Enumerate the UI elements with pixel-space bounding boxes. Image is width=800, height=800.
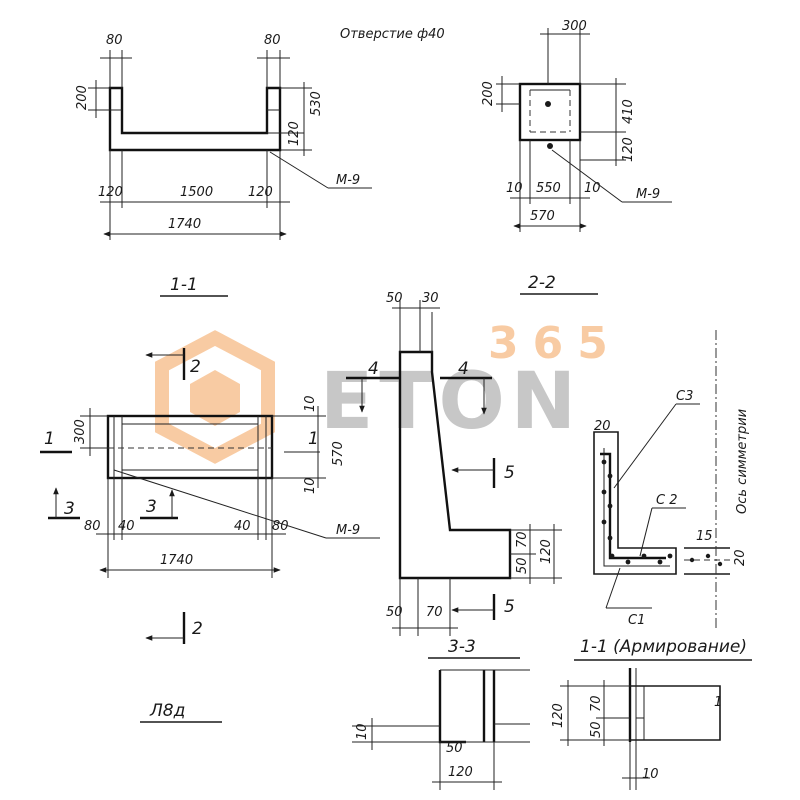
- dim-120-right: 120: [248, 185, 273, 200]
- section-3-right: 3: [146, 497, 157, 517]
- watermark-brand: ETON: [320, 357, 582, 447]
- dim-50-3-3: 50: [446, 741, 463, 756]
- dim-80-right-plan: 80: [272, 519, 289, 534]
- section-2-bottom: 2: [192, 619, 203, 639]
- section-3-left: 3: [64, 499, 75, 519]
- dim-1740-plan: 1740: [160, 553, 193, 568]
- reinforcement-detail: 20 С3 С 2 С1 15 20 Ось симметрии: [593, 330, 750, 628]
- dim-10-bottom-plan: 10: [303, 477, 318, 494]
- section-4-left: 4: [368, 359, 379, 379]
- watermark-logo-icon: [155, 330, 275, 464]
- section-4-right: 4: [458, 359, 469, 379]
- dim-570: 570: [530, 209, 555, 224]
- dim-40-left-plan: 40: [118, 519, 135, 534]
- dim-300: 300: [562, 19, 587, 34]
- top-right-view: Отверстие ф40 300 200 410 120 10 550 10: [340, 19, 672, 232]
- section-2-2: 2-2 50 30 4 4 5 5 70 120 50: [346, 273, 598, 636]
- title-3-3: 3-3: [448, 637, 476, 657]
- dim-10-3-3: 10: [355, 723, 370, 740]
- dim-570-plan: 570: [331, 441, 346, 466]
- product-mark: Л8д: [149, 701, 185, 721]
- dim-70-1-1a: 70: [589, 695, 604, 712]
- dim-530: 530: [309, 91, 324, 116]
- dim-200-right-view: 200: [481, 81, 496, 106]
- section-3-3: 3-3 10 50 120: [352, 637, 530, 790]
- dim-20-top: 20: [594, 419, 611, 434]
- dim-550: 550: [536, 181, 561, 196]
- title-1-1-reinforcement: 1-1 (Армирование): [580, 637, 747, 657]
- label-c2: С 2: [656, 493, 677, 508]
- dim-10-left: 10: [506, 181, 523, 196]
- section-2-top: 2: [190, 357, 201, 377]
- dim-20-right: 20: [733, 549, 748, 566]
- dim-15: 15: [696, 529, 713, 544]
- dim-80-right: 80: [264, 33, 281, 48]
- hole-note: Отверстие ф40: [340, 27, 445, 42]
- dim-70-bottom: 70: [426, 605, 443, 620]
- dim-50-right: 50: [515, 557, 530, 574]
- label-c3: С3: [676, 389, 693, 404]
- label-m9-top-left: M-9: [336, 173, 360, 188]
- label-m9-plan: M-9: [336, 523, 360, 538]
- dim-10-1-1a: 10: [642, 767, 659, 782]
- dim-120-right-view: 120: [621, 137, 636, 162]
- section-5-bottom: 5: [504, 597, 515, 617]
- section-5-top: 5: [504, 463, 515, 483]
- section-1-left: 1: [44, 429, 55, 449]
- top-left-view: 80 80 200 530 120 120 1500 120 1740 M-9: [75, 33, 372, 240]
- dim-120-1-1a: 120: [551, 703, 566, 728]
- dim-300-plan: 300: [73, 419, 88, 444]
- label-c1: С1: [628, 613, 645, 628]
- label-1-1a: 1: [714, 695, 722, 710]
- plan-section-1-1: 1-1 2 2 1 1 3 3 300: [40, 275, 380, 723]
- dim-1500: 1500: [180, 185, 213, 200]
- section-1-1-reinforcement: 1-1 (Армирование) 120 70 50 1 10: [551, 637, 752, 790]
- dim-10-right: 10: [584, 181, 601, 196]
- dim-120-right: 120: [539, 539, 554, 564]
- dim-120-vertical: 120: [287, 121, 302, 146]
- title-2-2: 2-2: [528, 273, 556, 293]
- dim-10-top-plan: 10: [303, 395, 318, 412]
- dim-50-bottom: 50: [386, 605, 403, 620]
- dim-120-left: 120: [98, 185, 123, 200]
- label-m9-top-right: M-9: [636, 187, 660, 202]
- axis-note: Ось симметрии: [735, 409, 750, 514]
- dim-80-left-plan: 80: [84, 519, 101, 534]
- watermark-number: 365: [488, 318, 622, 369]
- title-1-1: 1-1: [170, 275, 198, 295]
- dim-120-3-3: 120: [448, 765, 473, 780]
- dim-410: 410: [621, 99, 636, 124]
- dim-30-top: 30: [422, 291, 439, 306]
- section-1-right: 1: [308, 429, 319, 449]
- dim-50-1-1a: 50: [589, 721, 604, 738]
- dim-200: 200: [75, 85, 90, 110]
- dim-50-top: 50: [386, 291, 403, 306]
- watermark: 365 ETON: [155, 318, 622, 464]
- dim-70-right: 70: [515, 531, 530, 548]
- dim-80-left: 80: [106, 33, 123, 48]
- dim-1740: 1740: [168, 217, 201, 232]
- dim-40-right-plan: 40: [234, 519, 251, 534]
